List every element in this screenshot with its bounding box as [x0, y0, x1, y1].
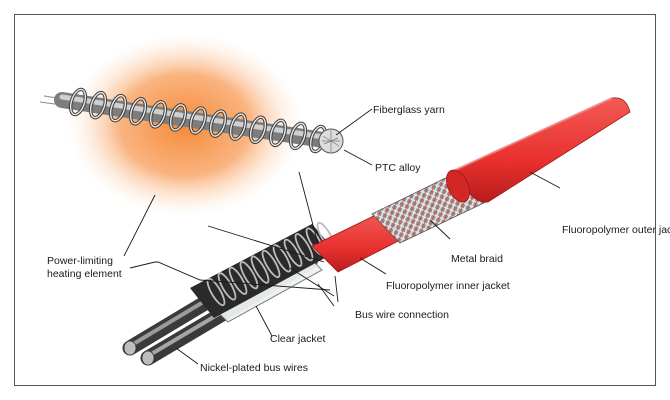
label-outer-jacket: Fluoropolymer outer jacket — [562, 224, 670, 236]
ptc-coil-highlight — [269, 119, 287, 147]
bus-wire-winding-turn — [272, 244, 292, 273]
ptc-coil-highlight — [109, 94, 127, 122]
bus-wire-winding-turn — [239, 261, 259, 290]
bus-wire-winding-turn — [250, 255, 270, 284]
leader-lines — [123, 108, 561, 365]
label-ptc-alloy: PTC alloy — [375, 162, 421, 174]
label-heating-element-line2: heating element — [47, 268, 122, 280]
ptc-coil-highlight — [89, 91, 107, 119]
ptc-coil-highlight — [169, 104, 187, 131]
ptc-coil-highlight — [209, 110, 227, 137]
label-fiberglass-yarn: Fiberglass yarn — [373, 104, 445, 116]
label-inner-jacket: Fluoropolymer inner jacket — [386, 280, 510, 292]
label-heating-element-line1: Power-limiting — [47, 255, 113, 267]
ptc-coil-highlight — [189, 107, 207, 134]
ptc-coil-highlight — [69, 88, 87, 116]
label-clear-jacket: Clear jacket — [270, 333, 326, 345]
label-metal-braid: Metal braid — [451, 253, 503, 265]
ptc-coil-highlight — [229, 113, 247, 140]
ptc-coil-highlight — [129, 98, 147, 125]
bus-wire-winding-turn — [217, 272, 237, 301]
bus-wire-winding-turn — [283, 238, 303, 267]
ptc-coil-highlight — [289, 122, 307, 150]
ptc-coil-highlight — [249, 116, 267, 143]
bus-wire-winding-turn — [294, 233, 314, 262]
ptc-coil-windings — [68, 87, 328, 154]
bus-wire-winding-turn — [261, 249, 281, 279]
label-bus-wire-connection: Bus wire connection — [355, 309, 449, 321]
ptc-coil-highlight — [149, 101, 167, 128]
heating-element-closeup — [39, 87, 344, 154]
bus-wire-winding-turn — [206, 277, 226, 307]
label-bus-wires: Nickel-plated bus wires — [200, 362, 308, 374]
